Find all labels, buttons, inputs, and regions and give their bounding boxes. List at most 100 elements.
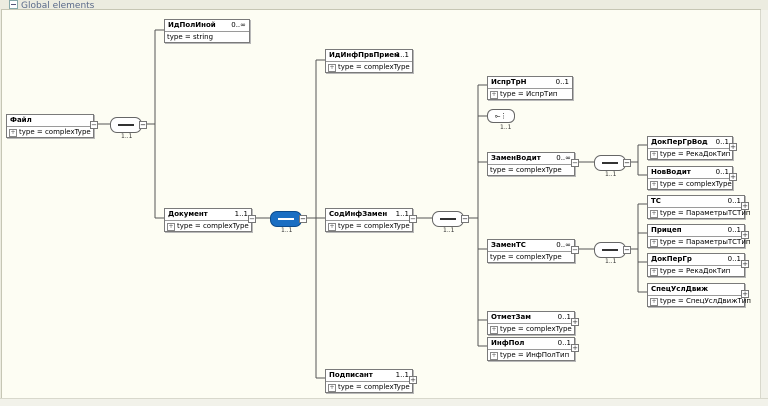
element-name: ИдИнфПрвПрием: [329, 51, 400, 59]
cardinality: 1..1: [121, 133, 133, 140]
sequence-compositor[interactable]: −: [594, 242, 631, 258]
cardinality: 1..1: [605, 171, 617, 178]
element-name: Документ: [168, 210, 208, 218]
element-name: ДокПерГр: [651, 255, 692, 263]
element-type: type = complexType: [500, 325, 572, 333]
element-zaments[interactable]: ЗаменТС 0..∞ type = complexType −: [487, 239, 579, 263]
collapse-icon[interactable]: −: [571, 246, 579, 254]
expand-icon[interactable]: +: [650, 298, 658, 306]
element-cardinality: 0..1: [715, 138, 729, 146]
element-type: type = string: [167, 33, 214, 41]
element-cardinality: 1..1: [395, 210, 409, 218]
element-specusl[interactable]: СпецУслДвиж +type = СпецУслДвижТип +: [647, 283, 751, 307]
element-name: Прицеп: [651, 226, 682, 234]
expand-icon[interactable]: +: [741, 231, 749, 239]
sequence-compositor[interactable]: −: [432, 211, 469, 227]
element-type: type = ИнфПолТип: [500, 351, 570, 359]
expand-icon[interactable]: +: [9, 129, 17, 137]
expand-icon[interactable]: +: [741, 290, 749, 298]
expand-icon[interactable]: +: [409, 376, 417, 384]
expand-icon[interactable]: +: [741, 260, 749, 268]
collapse-icon[interactable]: −: [248, 215, 256, 223]
element-idpol[interactable]: ИдПолИной 0..∞ type = string: [164, 19, 250, 43]
element-name: ИспрТрН: [491, 78, 527, 86]
element-infpol[interactable]: ИнфПол 0..1 +type = ИнфПолТип +: [487, 337, 579, 361]
element-cardinality: 0..1: [727, 226, 741, 234]
element-cardinality: 1..1: [234, 210, 248, 218]
element-type: type = ПараметрыТСТип: [660, 209, 751, 217]
element-name: ЗаменТС: [491, 241, 526, 249]
expand-icon[interactable]: +: [490, 352, 498, 360]
sequence-compositor[interactable]: −: [110, 117, 147, 133]
expand-icon[interactable]: +: [328, 64, 336, 72]
element-fail[interactable]: Файл +type = complexType −: [6, 114, 98, 138]
element-name: ОтметЗам: [491, 313, 531, 321]
cardinality: 1..1: [500, 124, 512, 131]
element-name: ИнфПол: [491, 339, 525, 347]
element-cardinality: 0..∞: [556, 241, 571, 249]
element-cardinality: 0..1: [727, 197, 741, 205]
horizontal-scrollbar[interactable]: [0, 398, 768, 406]
element-type: type = РекаДокТип: [660, 150, 731, 158]
expand-icon[interactable]: +: [729, 143, 737, 151]
sequence-compositor[interactable]: −: [594, 155, 631, 171]
element-type: type = РекаДокТип: [660, 267, 731, 275]
element-cardinality: 0..1: [557, 339, 571, 347]
choice-compositor[interactable]: ⟜⋮: [487, 109, 515, 123]
expand-icon[interactable]: +: [328, 223, 336, 231]
diagram-canvas: [1, 9, 761, 399]
expand-icon[interactable]: +: [490, 91, 498, 99]
expand-icon[interactable]: +: [729, 173, 737, 181]
expand-icon[interactable]: +: [490, 326, 498, 334]
collapse-icon[interactable]: −: [571, 159, 579, 167]
sequence-compositor-selected[interactable]: −: [270, 211, 307, 227]
element-novvod[interactable]: НовВодит 0..1 +type = complexType +: [647, 166, 737, 190]
cardinality: 1..1: [443, 227, 455, 234]
expand-icon[interactable]: +: [328, 384, 336, 392]
expand-icon[interactable]: +: [650, 239, 658, 247]
element-sodinf[interactable]: СодИнфЗамен 1..1 +type = complexType −: [325, 208, 417, 232]
collapse-icon[interactable]: −: [409, 215, 417, 223]
expand-icon[interactable]: +: [650, 268, 658, 276]
expand-icon[interactable]: +: [650, 210, 658, 218]
element-name: НовВодит: [651, 168, 691, 176]
expand-icon[interactable]: +: [650, 181, 658, 189]
element-ts[interactable]: ТС 0..1 +type = ПараметрыТСТип +: [647, 195, 750, 219]
element-dokpergrvod[interactable]: ДокПерГрВод 0..1 +type = РекаДокТип +: [647, 136, 737, 160]
element-cardinality: 0..∞: [231, 21, 246, 29]
expand-icon[interactable]: +: [571, 344, 579, 352]
element-type: type = complexType: [490, 253, 562, 261]
element-type: type = СпецУслДвижТип: [660, 297, 751, 305]
element-type: type = ИспрТип: [500, 90, 558, 98]
element-type: type = complexType: [660, 180, 732, 188]
collapse-icon[interactable]: [9, 0, 18, 9]
vertical-scrollbar[interactable]: [760, 10, 768, 398]
element-name: СпецУслДвиж: [651, 285, 709, 293]
collapse-icon[interactable]: −: [90, 121, 98, 129]
cardinality: 1..1: [605, 258, 617, 265]
expand-icon[interactable]: +: [571, 318, 579, 326]
element-type: type = complexType: [338, 383, 410, 391]
panel-title: Global elements: [21, 1, 95, 11]
expand-icon[interactable]: +: [650, 151, 658, 159]
element-type: type = complexType: [19, 128, 91, 136]
element-name: Подписант: [329, 371, 373, 379]
element-cardinality: 0..1: [727, 255, 741, 263]
expand-icon[interactable]: +: [167, 223, 175, 231]
element-name: ДокПерГрВод: [651, 138, 708, 146]
element-cardinality: 0..1: [715, 168, 729, 176]
element-name: СодИнфЗамен: [329, 210, 388, 218]
element-name: ТС: [651, 197, 661, 205]
element-type: type = complexType: [338, 222, 410, 230]
element-name: ИдПолИной: [168, 21, 216, 29]
expand-icon[interactable]: +: [741, 202, 749, 210]
